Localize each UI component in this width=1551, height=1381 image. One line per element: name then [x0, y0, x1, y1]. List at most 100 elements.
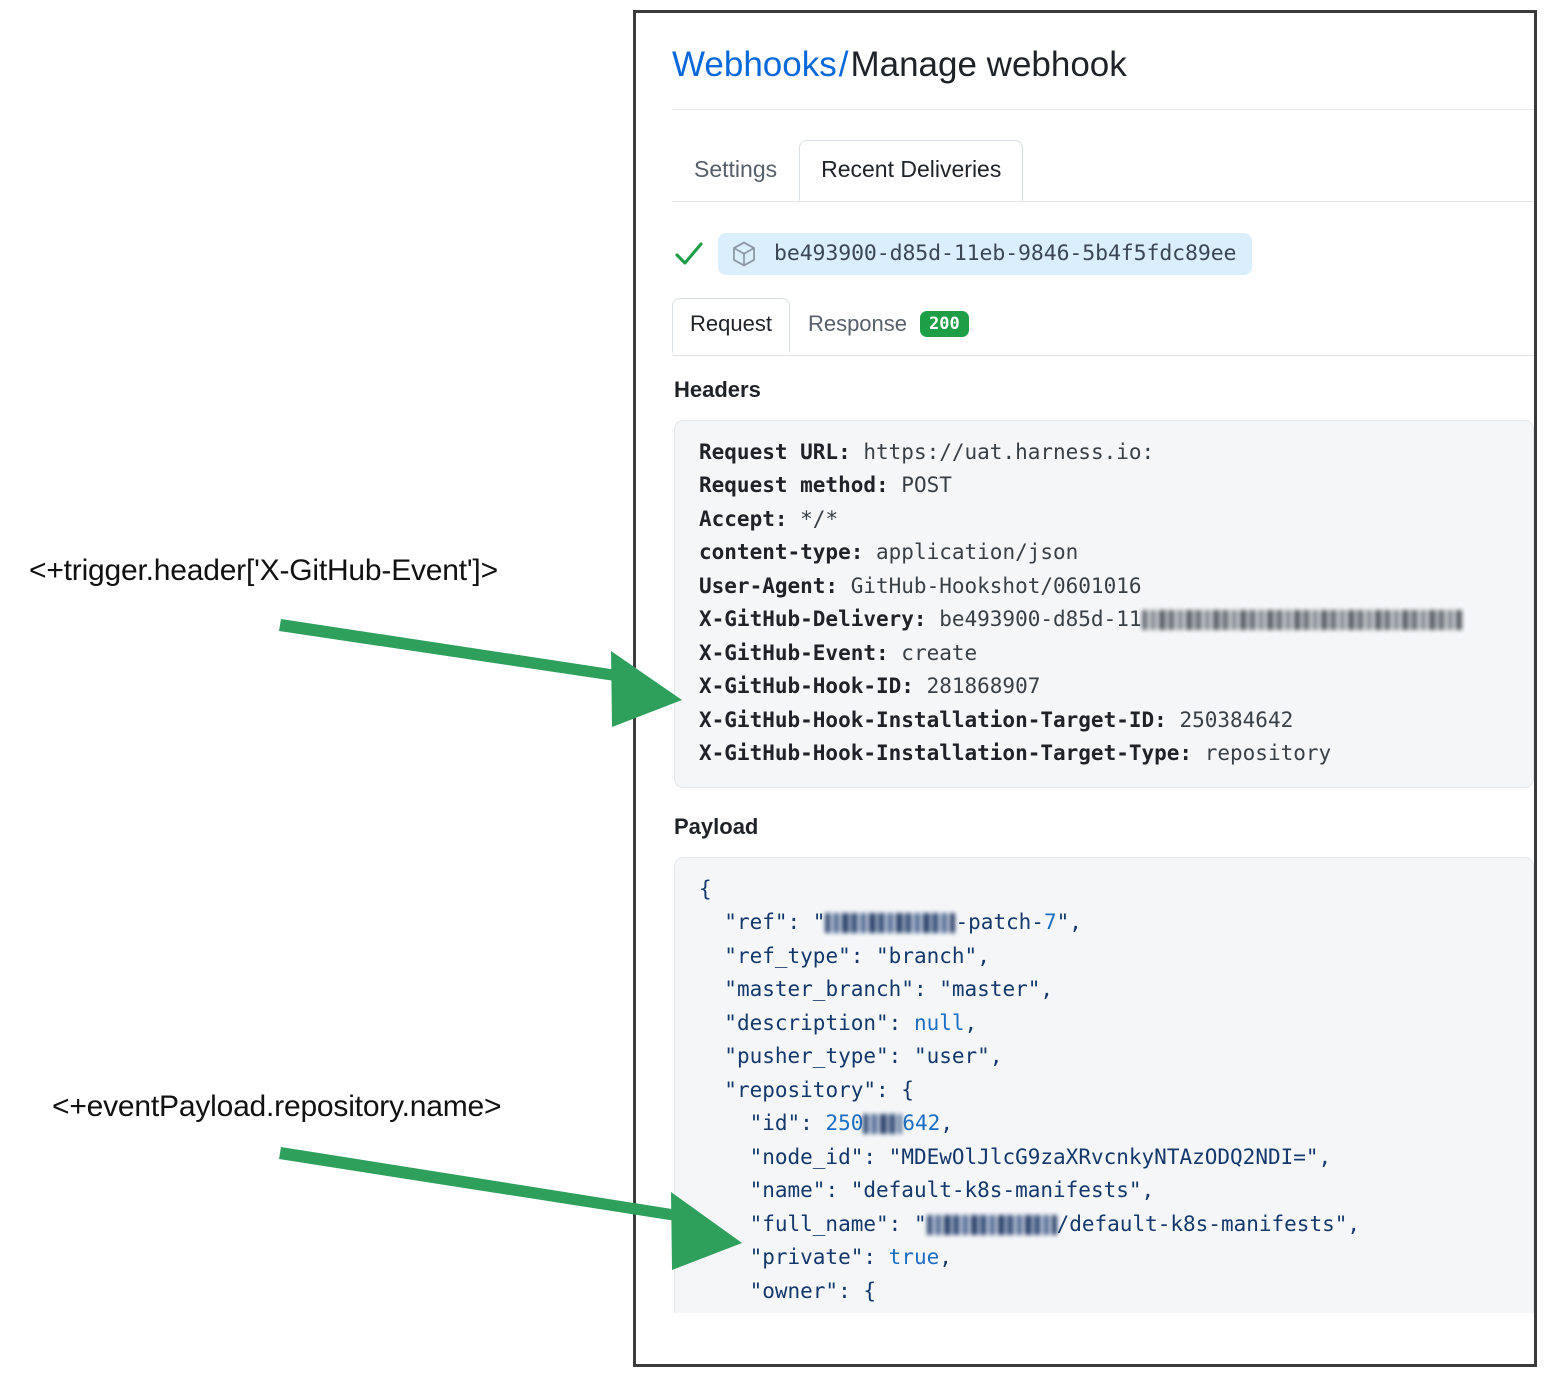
payload-line: "ref_type": "branch",: [699, 940, 1533, 974]
headers-heading: Headers: [674, 376, 761, 402]
payload-punctuation: [699, 1279, 750, 1303]
header-row: X-GitHub-Hook-ID: 281868907: [699, 670, 1533, 704]
header-key: content-type:: [699, 540, 877, 565]
payload-code-block: { "ref": "-patch-7", "ref_type": "branch…: [674, 856, 1534, 1313]
tab-request[interactable]: Request: [672, 297, 790, 354]
check-icon: [672, 237, 706, 271]
payload-key: "private": [749, 1245, 864, 1270]
payload-string: "default-k8s-manifests": [850, 1178, 1142, 1203]
payload-punctuation: [699, 1245, 750, 1269]
payload-punctuation: :: [888, 1044, 914, 1069]
payload-key: "description": [724, 1010, 889, 1035]
payload-punctuation: : {: [838, 1278, 877, 1303]
delivery-id-text: be493900-d85d-11eb-9846-5b4f5fdc89ee: [774, 241, 1237, 267]
payload-punctuation: :: [888, 1010, 914, 1035]
delivery-row[interactable]: be493900-d85d-11eb-9846-5b4f5fdc89ee: [672, 232, 1534, 276]
payload-punctuation: : ": [787, 910, 826, 935]
tab-response-label: Response: [807, 310, 908, 336]
payload-punctuation: [699, 977, 724, 1001]
github-webhook-panel: Webhooks/Manage webhook Settings Recent D…: [633, 10, 1537, 1367]
payload-heading: Payload: [674, 813, 759, 839]
status-badge-200: 200: [920, 310, 969, 338]
payload-punctuation: :: [800, 1111, 826, 1136]
redacted-text: [926, 1214, 1057, 1235]
payload-punctuation: ,: [939, 1245, 952, 1270]
payload-line: "repository": {: [699, 1074, 1533, 1108]
payload-line: "node_id": "MDEwOlJlcG9zaXRvcnkyNTAzODQ2…: [699, 1141, 1533, 1175]
headers-code-block: Request URL: https://uat.harness.io:Requ…: [674, 419, 1534, 788]
payload-punctuation: :: [913, 977, 940, 1002]
payload-punctuation: :: [863, 1144, 889, 1169]
tab-recent-deliveries[interactable]: Recent Deliveries: [799, 139, 1024, 202]
header-key: X-GitHub-Hook-Installation-Target-Type:: [699, 741, 1205, 766]
header-row: Accept: */*: [699, 503, 1533, 537]
payload-line: "pusher_type": "user",: [699, 1040, 1533, 1074]
header-value: POST: [901, 473, 952, 498]
header-value: */*: [800, 506, 839, 531]
breadcrumb-link-webhooks[interactable]: Webhooks: [672, 45, 837, 84]
header-row: X-GitHub-Hook-Installation-Target-Type: …: [699, 737, 1533, 771]
payload-line: "name": "default-k8s-manifests",: [699, 1174, 1533, 1208]
payload-number: 7: [1043, 910, 1057, 935]
header-key: X-GitHub-Delivery:: [699, 607, 940, 632]
payload-punctuation: ",: [1056, 910, 1082, 935]
page-title: Webhooks/Manage webhook: [672, 13, 1534, 87]
annotation-arrow-header: [279, 619, 682, 727]
redacted-text: [1141, 610, 1462, 631]
payload-punctuation: ,: [989, 1044, 1003, 1069]
payload-key: "ref": [724, 910, 788, 935]
payload-key: "node_id": [749, 1144, 864, 1169]
tab-settings[interactable]: Settings: [694, 155, 778, 182]
payload-punctuation: [699, 1078, 724, 1102]
header-value: be493900-d85d-11: [939, 607, 1142, 632]
header-key: Request URL:: [699, 439, 864, 464]
payload-punctuation: [699, 1212, 750, 1236]
payload-key: "pusher_type": [724, 1044, 889, 1069]
header-value: https://uat.harness.io:: [863, 439, 1155, 464]
delivery-id-badge[interactable]: be493900-d85d-11eb-9846-5b4f5fdc89ee: [718, 232, 1253, 275]
header-key: X-GitHub-Event:: [699, 640, 902, 665]
header-row: Request method: POST: [699, 469, 1533, 503]
header-row: content-type: application/json: [699, 536, 1533, 570]
header-row: Request URL: https://uat.harness.io:: [699, 436, 1533, 470]
header-key: Accept:: [699, 506, 801, 531]
header-value: 281868907: [926, 674, 1041, 699]
header-row: X-GitHub-Delivery: be493900-d85d-11: [699, 603, 1533, 637]
payload-punctuation: ,: [1040, 977, 1054, 1002]
payload-punctuation: [699, 1044, 724, 1068]
payload-punctuation: ,: [1141, 1178, 1155, 1203]
request-response-tab-strip: Request Response 200: [672, 297, 1534, 356]
payload-punctuation: -patch-: [955, 910, 1044, 935]
payload-punctuation: :: [850, 943, 877, 968]
payload-key: "repository": [724, 1077, 877, 1102]
payload-punctuation: : ": [888, 1211, 927, 1236]
header-row: X-GitHub-Event: create: [699, 637, 1533, 671]
header-key: User-Agent:: [699, 573, 851, 598]
header-value: create: [901, 640, 978, 665]
payload-key: "master_branch": [724, 977, 914, 1002]
breadcrumb-current: Manage webhook: [850, 45, 1127, 84]
header-value: GitHub-Hookshot/0601016: [850, 573, 1142, 598]
header-key: X-GitHub-Hook-Installation-Target-ID:: [699, 707, 1180, 732]
payload-punctuation: : {: [876, 1077, 914, 1102]
rr-tabs-underline: [672, 354, 1534, 356]
payload-line: "owner": {: [699, 1275, 1533, 1309]
payload-punctuation: [699, 1011, 724, 1035]
payload-literal: null: [913, 1010, 965, 1035]
title-divider: [672, 108, 1534, 110]
payload-key: "name": [749, 1178, 826, 1203]
payload-punctuation: [699, 944, 724, 968]
header-value: 250384642: [1179, 707, 1294, 732]
payload-literal: true: [888, 1245, 940, 1270]
header-value: repository: [1204, 741, 1332, 766]
payload-punctuation: ,: [1318, 1144, 1332, 1169]
annotation-label-trigger-header: <+trigger.header['X-GitHub-Event']>: [29, 554, 498, 587]
payload-key: "owner": [749, 1278, 839, 1303]
payload-line: {: [699, 873, 1533, 907]
payload-key: "id": [749, 1111, 801, 1136]
payload-key: "full_name": [749, 1211, 889, 1236]
tab-response[interactable]: Response 200: [790, 298, 987, 353]
payload-number: 642: [902, 1111, 941, 1136]
payload-string: "user": [913, 1044, 990, 1069]
